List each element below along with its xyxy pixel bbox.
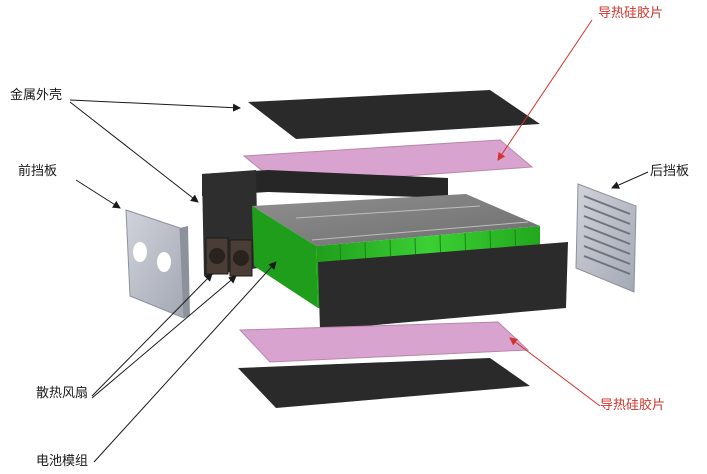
bottom-shell-plate xyxy=(238,358,530,408)
label-rear-plate: 后挡板 xyxy=(650,164,690,179)
leader-fan-2 xyxy=(91,275,237,399)
label-thermal-pad-top: 导热硅胶片 xyxy=(598,6,664,21)
shell-back-wall xyxy=(202,170,448,198)
cooling-fans xyxy=(205,237,253,277)
module-top-rail-2 xyxy=(311,221,529,241)
top-shell-plate xyxy=(248,90,540,139)
bottom-thermal-pad xyxy=(238,321,530,363)
label-front-plate: 前挡板 xyxy=(18,164,58,179)
battery-cells-side xyxy=(252,206,318,308)
leader-metal-shell-side xyxy=(69,101,199,203)
label-battery-module: 电池模组 xyxy=(36,454,89,469)
front-baffle-plate xyxy=(125,209,190,319)
label-metal-shell: 金属外壳 xyxy=(10,88,63,103)
leader-fan-1 xyxy=(91,273,213,397)
label-thermal-pad-bottom: 导热硅胶片 xyxy=(600,398,666,413)
leader-thermal-pad-top xyxy=(497,19,593,161)
leader-front-plate xyxy=(75,179,121,209)
leader-rear-plate xyxy=(611,171,649,189)
leader-thermal-pad-bottom xyxy=(509,337,601,407)
leader-lines xyxy=(69,19,649,463)
leader-metal-shell-top xyxy=(69,99,241,112)
rear-baffle-plate xyxy=(575,183,637,293)
leader-battery-module xyxy=(93,261,277,463)
module-top-rail xyxy=(295,205,481,219)
shell-front-wall xyxy=(318,242,568,330)
label-cooling-fan: 散热风扇 xyxy=(36,386,89,401)
